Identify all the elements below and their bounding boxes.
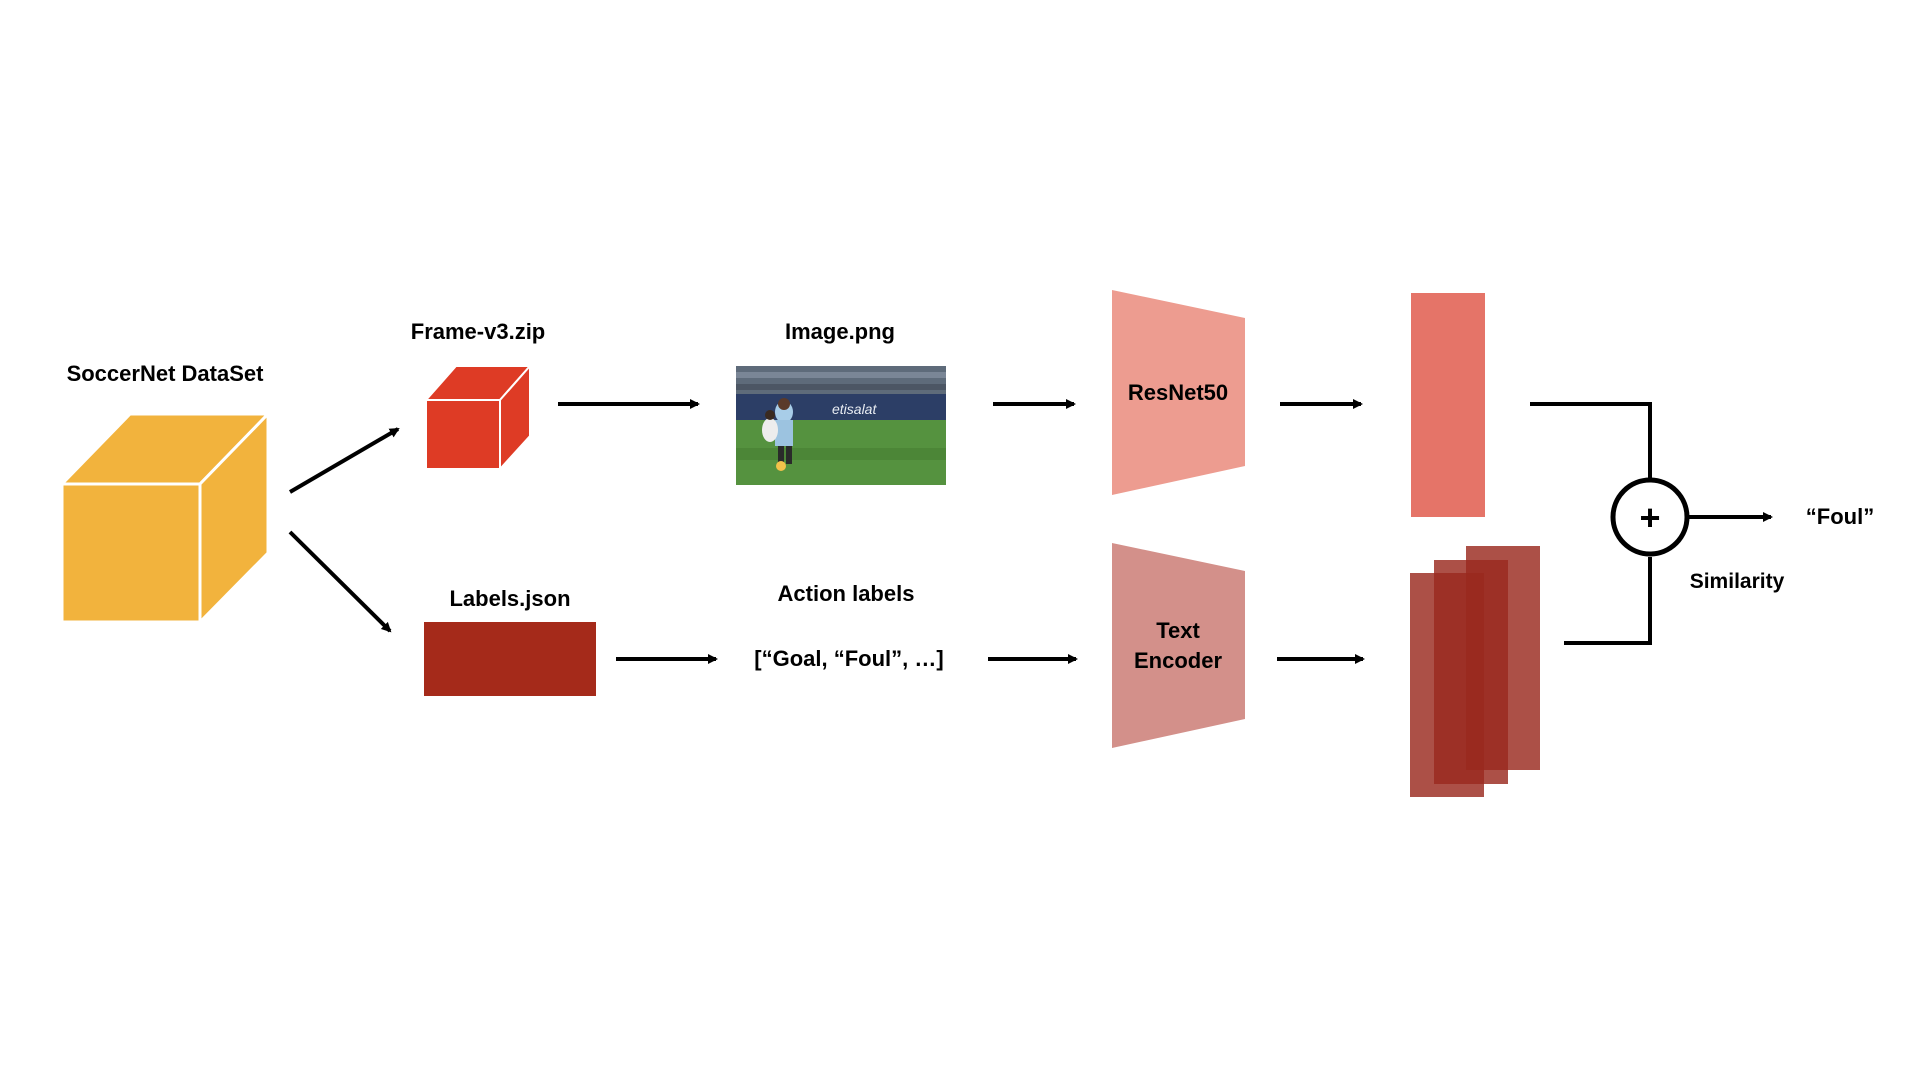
image-embedding-bar [1411, 293, 1485, 517]
similarity-label: Similarity [1690, 570, 1785, 593]
plus-circle-icon: + [1610, 477, 1690, 557]
resnet-label: ResNet50 [1128, 380, 1228, 405]
frames-label: Frame-v3.zip [411, 319, 546, 344]
image-label: Image.png [785, 319, 895, 344]
dataset-cube-icon [58, 410, 272, 626]
thumbnail-banner-text: etisalat [832, 401, 877, 417]
combine-symbol: + [1639, 497, 1660, 538]
resnet-block [1112, 290, 1245, 495]
connector-text-embeddings [1564, 557, 1652, 645]
labels-file-box [424, 622, 596, 696]
text-encoder-label-line2: Encoder [1134, 648, 1222, 673]
arrow-dataset-to-labels [288, 530, 392, 633]
connector-image-embedding [1530, 402, 1652, 478]
action-labels-list: [“Goal, “Foul”, …] [754, 646, 943, 671]
text-encoder-label-line1: Text [1156, 618, 1200, 643]
frames-cube-icon [423, 363, 533, 472]
output-label: “Foul” [1806, 504, 1874, 529]
text-encoder-block [1112, 543, 1245, 748]
text-embeddings-stack [1410, 546, 1540, 797]
action-labels-title: Action labels [778, 581, 915, 606]
soccer-frame-thumbnail: etisalat [736, 366, 946, 485]
labels-file-label: Labels.json [449, 586, 570, 611]
arrow-dataset-to-frames [288, 427, 400, 494]
dataset-label: SoccerNet DataSet [67, 361, 265, 386]
